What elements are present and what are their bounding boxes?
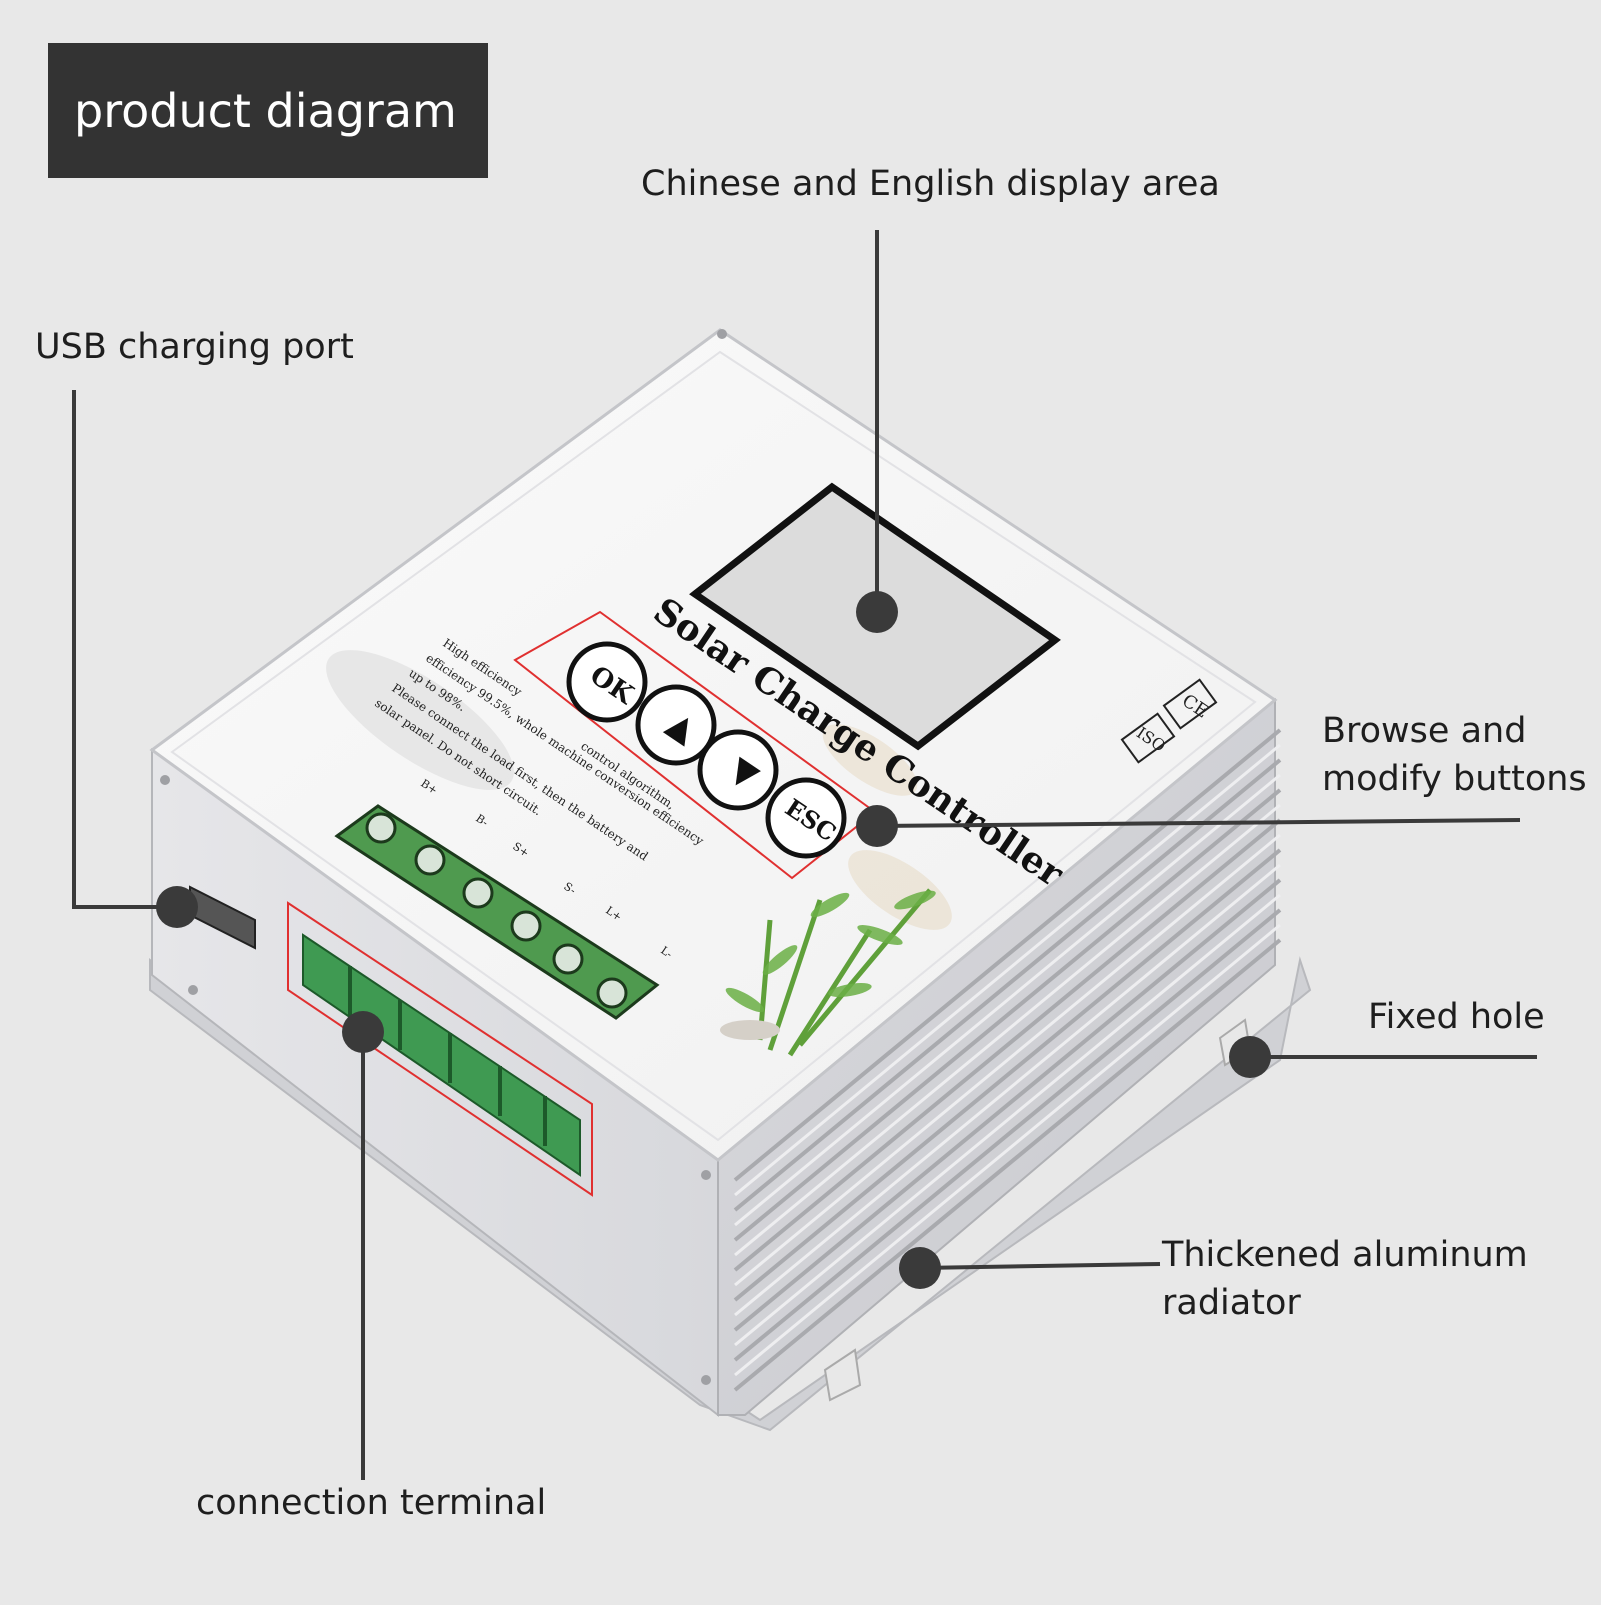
callout-buttons-line2: modify buttons	[1322, 759, 1587, 799]
callout-radiator-line1: Thickened aluminum	[1162, 1235, 1528, 1275]
callout-radiator-line2: radiator	[1162, 1283, 1301, 1323]
callout-buttons-line1: Browse and	[1322, 711, 1527, 751]
leader-dots	[156, 591, 1271, 1289]
ok-button: OK	[566, 641, 648, 723]
buttons-marker-dot	[856, 805, 898, 847]
leader-lines	[72, 230, 1537, 1480]
radiator-marker-dot	[899, 1247, 941, 1289]
fixed-hole-marker-dot	[1229, 1036, 1271, 1078]
terminal-marker-dot	[342, 1011, 384, 1053]
esc-button: ESC	[765, 777, 847, 859]
corner-screws	[160, 329, 727, 1385]
up-button: ▲	[635, 684, 717, 766]
leader-radiator	[919, 1262, 1161, 1270]
diagram-title: product diagram	[48, 43, 488, 178]
terminal-highlight-frame	[287, 901, 593, 1197]
heatsink-fins	[733, 728, 1282, 1392]
connection-terminal	[302, 933, 581, 1177]
leader-usb	[72, 390, 177, 909]
down-button: ▼	[697, 729, 779, 811]
callout-terminal: connection terminal	[196, 1483, 547, 1523]
usb-marker-dot	[156, 886, 198, 928]
callout-fixed-hole: Fixed hole	[1368, 997, 1545, 1037]
display-marker-dot	[856, 591, 898, 633]
control-buttons: OK ▲ ▼ ESC	[566, 641, 847, 859]
terminal-slots	[348, 966, 547, 1146]
callout-display: Chinese and English display area	[641, 164, 1220, 204]
callout-usb: USB charging port	[35, 327, 354, 367]
terminal-screws	[365, 812, 628, 1009]
leader-buttons	[876, 818, 1521, 828]
